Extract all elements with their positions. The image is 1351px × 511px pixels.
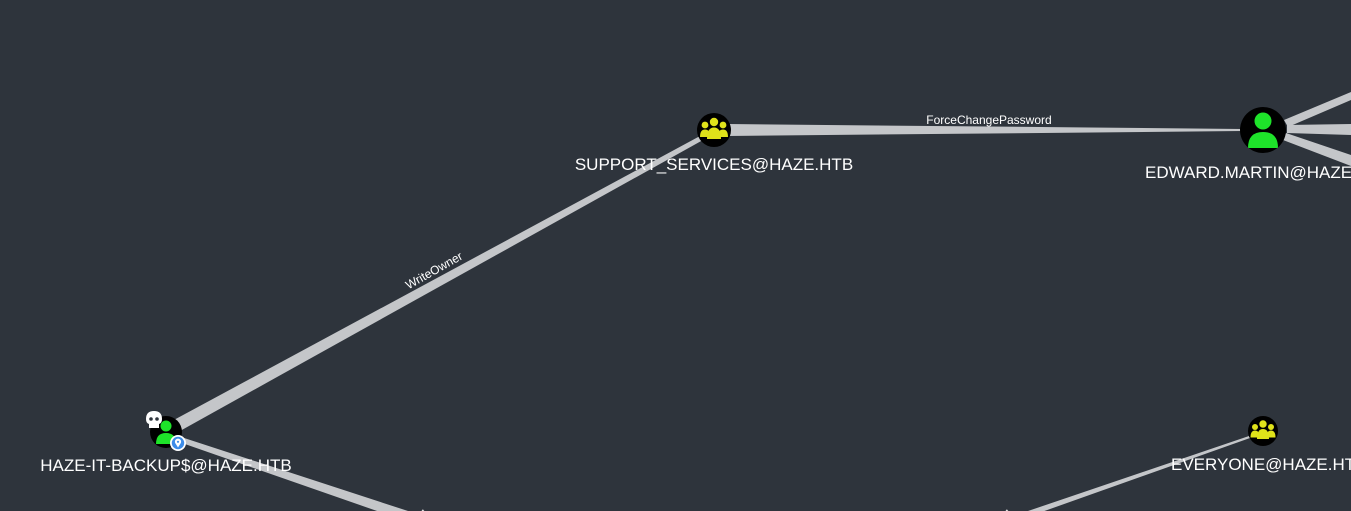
node-haze-it-backup[interactable]: HAZE-IT-BACKUP$@HAZE.HTB xyxy=(40,411,292,475)
group-icon xyxy=(700,117,728,139)
edge-edward-offscreen-2[interactable] xyxy=(1287,124,1351,135)
edge-edward-offscreen-3[interactable] xyxy=(1283,133,1351,166)
node-edward-martin-label: EDWARD.MARTIN@HAZE.HTB xyxy=(1145,163,1351,182)
edge-force-change-password[interactable]: ForceChangePassword xyxy=(728,113,1242,136)
node-edward-martin[interactable]: EDWARD.MARTIN@HAZE.HTB xyxy=(1145,107,1351,182)
edge-force-change-password-line xyxy=(728,124,1242,136)
edge-edward-offscreen-3-line xyxy=(1283,133,1351,166)
edge-backup-offscreen[interactable] xyxy=(178,436,408,511)
user-icon xyxy=(1248,112,1278,148)
location-pin-icon xyxy=(170,435,186,451)
edge-edward-offscreen-2-line xyxy=(1287,124,1351,135)
edge-label-fragment-1: ↑ xyxy=(420,505,426,511)
edge-write-owner[interactable]: WriteOwner xyxy=(172,136,703,431)
group-icon xyxy=(1250,420,1276,439)
edge-label-fragment-2: ↑ xyxy=(1004,505,1010,511)
node-haze-it-backup-label: HAZE-IT-BACKUP$@HAZE.HTB xyxy=(40,456,292,475)
edge-everyone-offscreen[interactable] xyxy=(1028,436,1250,511)
node-support-services[interactable]: SUPPORT_SERVICES@HAZE.HTB xyxy=(575,113,853,174)
node-everyone-label: EVERYONE@HAZE.HTB xyxy=(1171,455,1351,474)
edge-write-owner-line xyxy=(172,136,703,431)
skull-icon xyxy=(146,411,162,428)
node-everyone[interactable]: EVERYONE@HAZE.HTB xyxy=(1171,416,1351,474)
edge-everyone-offscreen-line xyxy=(1028,436,1250,511)
edge-edward-offscreen-1-line xyxy=(1284,92,1351,127)
edge-edward-offscreen-1[interactable] xyxy=(1284,92,1351,127)
edge-backup-offscreen-line xyxy=(178,436,408,511)
edge-force-change-password-label[interactable]: ForceChangePassword xyxy=(926,113,1051,127)
node-support-services-label: SUPPORT_SERVICES@HAZE.HTB xyxy=(575,155,853,174)
